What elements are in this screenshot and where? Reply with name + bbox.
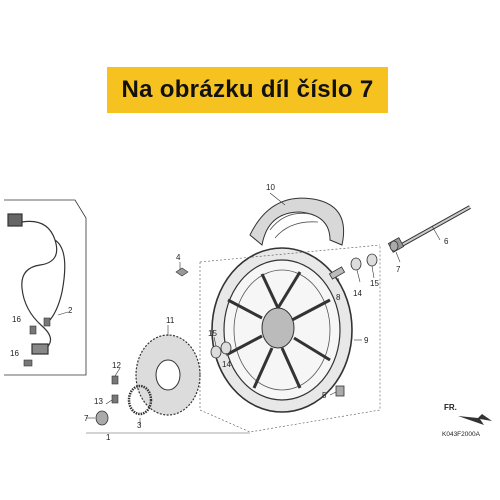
- callout-5: 5: [322, 391, 327, 400]
- front-axle: [387, 205, 471, 253]
- front-fender: [249, 197, 345, 246]
- callout-labels: 10 4 6 7 8 14 15 9 11 15 14 5 2 16 16 12…: [10, 183, 449, 442]
- axle-parts-right: [328, 240, 399, 280]
- callout-8: 8: [336, 293, 341, 302]
- callout-3: 3: [137, 421, 142, 430]
- callout-14-right: 14: [353, 289, 362, 298]
- abs-sensor-wire: [7, 213, 66, 355]
- collar-left: [95, 410, 109, 426]
- bolt-part-fender: [175, 267, 189, 277]
- callout-15-left: 15: [208, 329, 217, 338]
- callout-7-right: 7: [396, 265, 401, 274]
- callout-7-left: 7: [84, 414, 89, 423]
- callout-12: 12: [112, 361, 121, 370]
- callout-16-lower: 16: [10, 349, 19, 358]
- callout-4: 4: [176, 253, 181, 262]
- callout-16-upper: 16: [12, 315, 21, 324]
- callout-leader-lines: [57, 192, 441, 425]
- direction-label: FR.: [444, 403, 457, 412]
- callout-14-left: 14: [222, 360, 231, 369]
- axle-parts-left: [210, 341, 232, 359]
- assembly-guide-lines: [86, 244, 381, 434]
- callout-9: 9: [364, 336, 369, 345]
- pulser-ring: [127, 384, 153, 416]
- bolt-parts-disc: [111, 375, 119, 404]
- callout-6: 6: [444, 237, 449, 246]
- bolt-parts-left: [23, 317, 51, 367]
- callout-15-right: 15: [370, 279, 379, 288]
- callout-10: 10: [266, 183, 275, 192]
- brake-disc: [135, 334, 201, 416]
- sensor-bracket-frame: [4, 199, 87, 376]
- callout-2: 2: [68, 306, 73, 315]
- diagram-code: K043F2000A: [442, 431, 481, 438]
- callout-1: 1: [106, 433, 111, 442]
- callout-13: 13: [94, 397, 103, 406]
- front-wheel: [211, 247, 353, 413]
- front-direction-arrow-icon: FR.: [444, 403, 492, 425]
- tire-valve: [335, 385, 345, 397]
- title-banner: Na obrázku díl číslo 7: [107, 67, 388, 113]
- title-text: Na obrázku díl číslo 7: [121, 76, 374, 103]
- callout-11: 11: [166, 316, 175, 325]
